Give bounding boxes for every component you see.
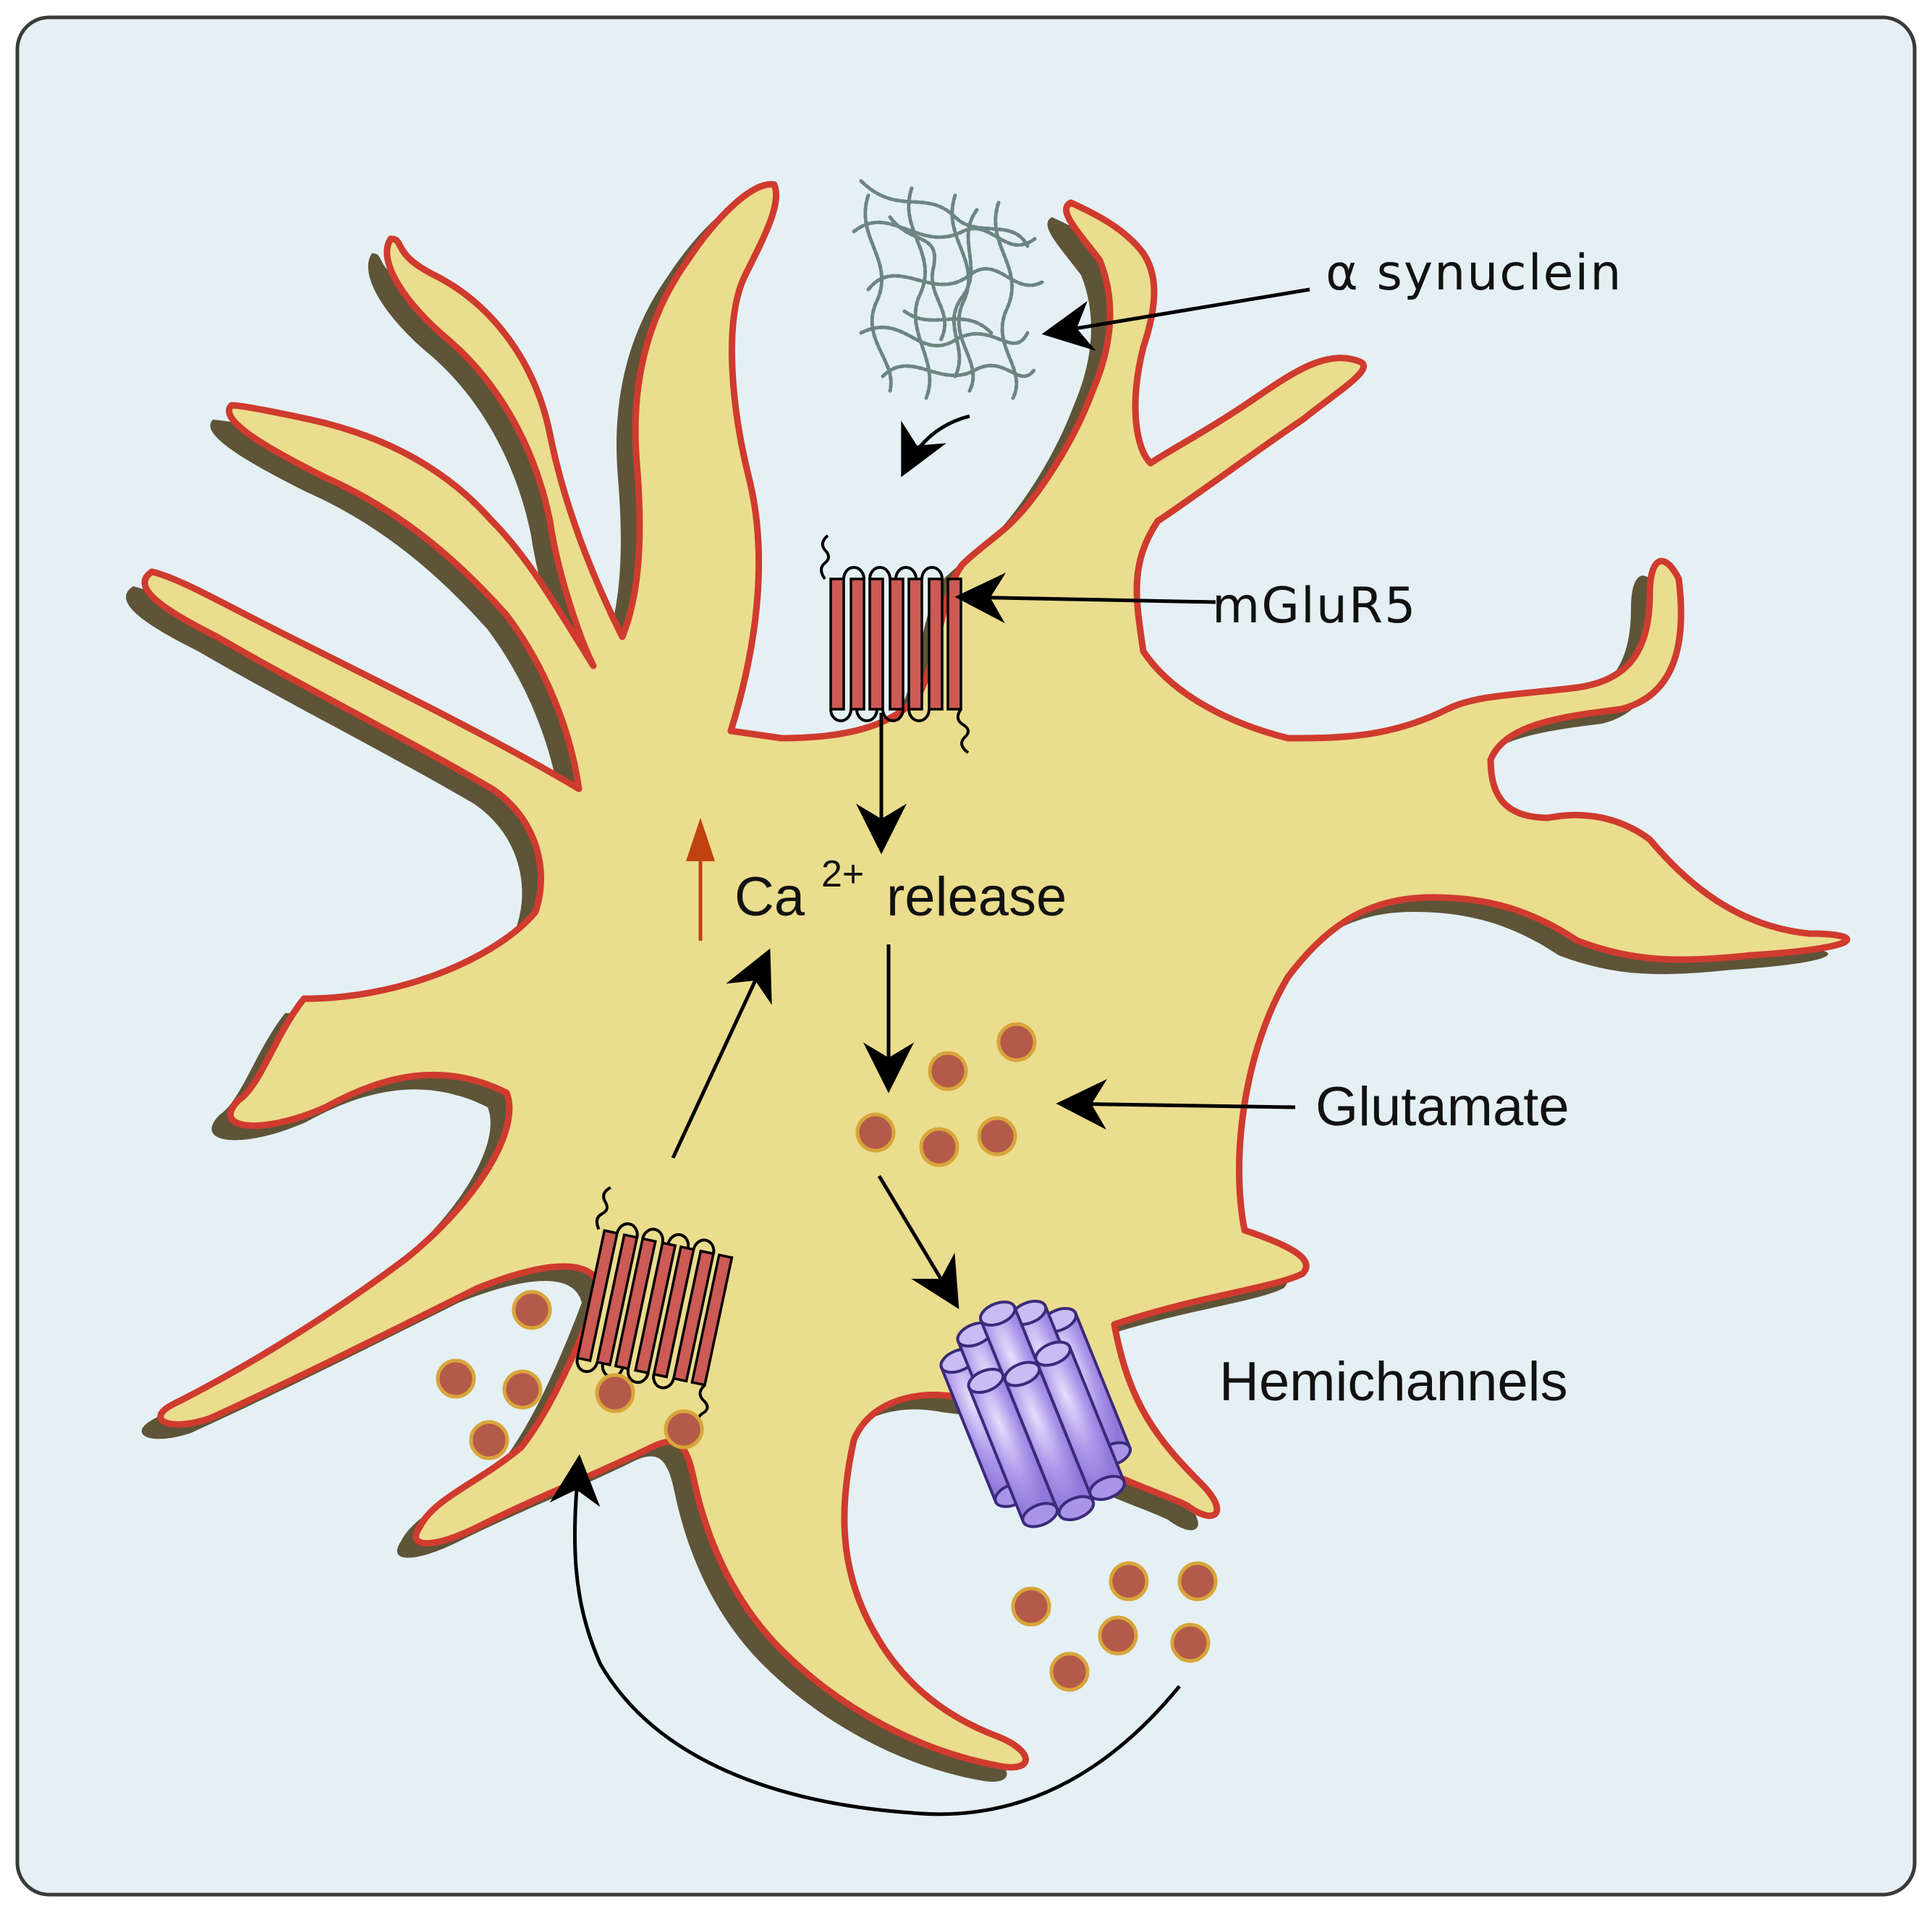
calcium-charge: 2+ bbox=[821, 853, 864, 895]
glutamate-label: Glutamate bbox=[1315, 1076, 1569, 1138]
glutamate-to-hemichannel-arrow bbox=[877, 1175, 959, 1310]
glutamate-label-arrow bbox=[1056, 1078, 1296, 1130]
receptor-to-calcium-diagonal-arrow bbox=[671, 948, 772, 1159]
calcium-release-word: release bbox=[886, 866, 1067, 928]
alpha-synuclein-icon bbox=[852, 179, 1044, 400]
increase-up-arrow-icon bbox=[686, 818, 715, 941]
synuclein-to-receptor-arrow bbox=[901, 414, 970, 478]
hemichannels-label: Hemichannels bbox=[1219, 1351, 1568, 1413]
mglur5-label: mGluR5 bbox=[1212, 578, 1417, 635]
alpha-synuclein-label: α synuclein bbox=[1326, 245, 1622, 302]
calcium-symbol: Ca bbox=[734, 866, 805, 928]
synuclein-label-arrow bbox=[1041, 287, 1310, 351]
extracellular-loop-arrow bbox=[549, 1454, 1181, 1816]
calcium-release-label: Ca 2+ release bbox=[734, 837, 1067, 928]
mglur5-label-arrow bbox=[954, 572, 1216, 624]
astrocyte-cell bbox=[141, 181, 1851, 1771]
